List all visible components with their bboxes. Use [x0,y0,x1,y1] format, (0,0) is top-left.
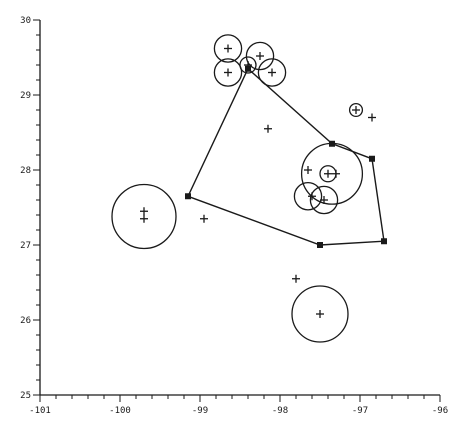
circle-marker [257,58,287,87]
cross-layer [140,44,376,318]
circle-marker [239,56,257,74]
cross-marker [304,166,312,174]
cross-marker [324,169,332,178]
cross-marker [316,310,324,318]
circle-marker [245,41,275,71]
polygon-vertex [317,242,323,248]
y-tick-label: 27 [20,241,31,251]
cross-marker [200,214,208,223]
polygon-vertex [185,193,191,200]
x-tick-label: -98 [272,406,288,416]
y-tick-label: 25 [20,391,31,401]
cross-marker [292,274,300,283]
cross-marker [268,68,276,77]
circle-marker [213,34,243,63]
circle-marker [291,285,349,343]
y-tick-label: 30 [20,16,31,26]
cross-marker [140,207,148,216]
y-tick-label: 26 [20,316,31,326]
circle-marker [293,181,323,211]
y-tick-label: 28 [20,166,31,176]
polygon-vertex [369,155,375,162]
cross-marker [224,68,232,77]
cross-marker [308,192,316,201]
circle-marker [213,58,243,87]
cross-marker [140,214,148,223]
circle-marker [111,183,177,250]
x-tick-label: -100 [109,406,131,416]
cross-marker [224,44,232,53]
circle-layer [111,34,364,343]
x-tick-label: -99 [192,406,208,416]
cross-marker [320,196,328,204]
polygon-outline [187,67,385,246]
circle-marker [300,142,364,205]
circle-marker [348,102,364,118]
cross-marker [264,124,272,133]
axes [39,20,440,396]
cross-marker [368,113,376,122]
cross-marker [352,106,360,114]
cross-marker [256,52,264,60]
cross-marker [244,61,252,69]
x-tick-label: -101 [29,406,51,416]
axis-ticks: 25 26 27 28 29 30 -101 -100 -99 -98 -97 -96 [20,16,448,416]
x-tick-label: -97 [352,406,368,416]
circle-marker [309,185,339,215]
cross-marker [332,169,340,178]
y-tick-label: 29 [20,91,31,101]
polygon-vertex [381,238,387,245]
x-tick-label: -96 [432,406,448,416]
